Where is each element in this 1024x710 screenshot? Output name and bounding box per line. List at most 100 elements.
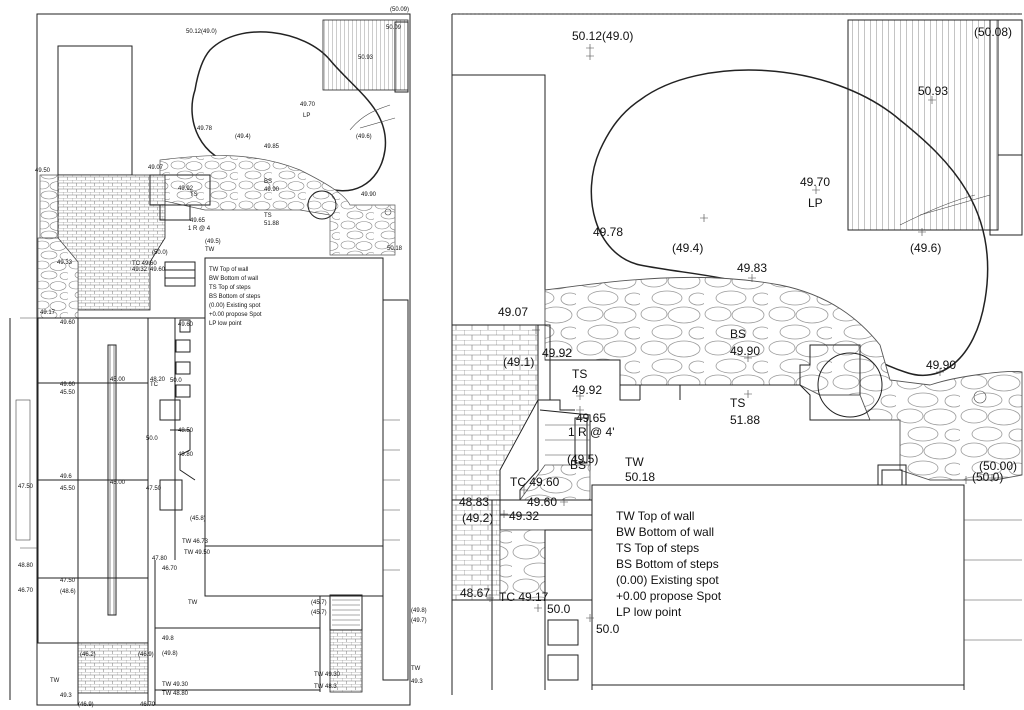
elevation-label: (50.0) (152, 250, 168, 256)
elevation-label: 49.60 (150, 267, 166, 273)
elevation-label: 46.70 (140, 702, 156, 708)
elevation-label: TS (730, 396, 745, 410)
overview-legend: TW Top of wall BW Bottom of wall TS Top … (209, 267, 262, 327)
elevation-label: TW 46.73 (182, 539, 209, 545)
elevation-label: TW 49.50 (184, 550, 211, 556)
detail-elevation-labels: 50.12(49.0)(50.08)50.9349.70LP49.78(49.4… (459, 25, 1017, 636)
elevation-label: TC 49.60 (132, 261, 157, 267)
elevation-label: 49.6 (60, 474, 72, 480)
overview-legend-item: (0.00) Existing spot (209, 303, 261, 309)
elevation-label: 49.07 (148, 165, 164, 171)
elevation-label: LP (808, 196, 823, 210)
elevation-label: (46.9) (78, 702, 94, 708)
elevation-label: (50.0) (972, 470, 1003, 484)
elevation-label: 45.00 (110, 377, 126, 383)
overview-legend-item: BW Bottom of wall (209, 276, 258, 282)
elevation-label: (49.7) (411, 618, 427, 624)
detail-plan: 50.12(49.0)(50.08)50.9349.70LP49.78(49.4… (209, 13, 1023, 695)
elevation-label: 49.07 (498, 305, 528, 319)
elevation-label: 49.3 (60, 693, 72, 699)
elevation-label: 50.09 (386, 25, 402, 31)
elevation-label: 49.92 (572, 383, 602, 397)
elevation-label: TW (411, 666, 421, 672)
elevation-label: 49.92 (542, 346, 572, 360)
elevation-label: 47.50 (18, 484, 34, 490)
elevation-label: (49.1) (503, 355, 534, 369)
elevation-label: 49.32 (132, 267, 148, 273)
elevation-label: 50.12(49.0) (186, 29, 217, 35)
legend-item: TW Top of wall (616, 509, 694, 523)
elevation-label: 1 R @ 4 (188, 226, 211, 232)
elevation-label: 45.50 (60, 486, 76, 492)
elevation-label: (46.9) (138, 652, 154, 658)
overview-legend-item: +0.00 propose Spot (209, 312, 262, 318)
elevation-label: TC (150, 382, 159, 388)
elevation-label: TW 48.3 (314, 684, 337, 690)
elevation-label: 50.0 (170, 378, 182, 384)
elevation-label: 49.92 (178, 186, 194, 192)
elevation-label: LP (303, 113, 310, 119)
elevation-label: 49.32 (509, 509, 539, 523)
elevation-label: 47.50 (60, 578, 76, 584)
elevation-label: 48.80 (18, 563, 34, 569)
elevation-label: TW (50, 678, 60, 684)
elevation-label: 50.93 (358, 55, 374, 61)
legend: TW Top of wall BW Bottom of wall TS Top … (616, 509, 722, 619)
elevation-label: 49.3 (411, 679, 423, 685)
legend-item: BS Bottom of steps (616, 557, 719, 571)
elevation-label: 49.17 (40, 310, 56, 316)
elevation-label: 46.70 (18, 588, 34, 594)
elevation-label: 50.93 (918, 84, 948, 98)
elevation-label: 49.90 (926, 358, 956, 372)
elevation-label: (48.6) (60, 589, 76, 595)
elevation-label: (49.4) (235, 134, 251, 140)
elevation-label: 49.33 (57, 260, 73, 266)
elevation-label: 49.60 (60, 382, 76, 388)
elevation-label: TS (190, 192, 198, 198)
elevation-label: (49.5) (567, 452, 598, 466)
elevation-label: 51.88 (730, 413, 760, 427)
elevation-label: 48.20 (150, 377, 166, 383)
elevation-label: 49.83 (737, 261, 767, 275)
elevation-label: 48.50 (178, 428, 194, 434)
elevation-label: 48.67 (460, 586, 490, 600)
panel-divider (437, 0, 449, 710)
elevation-label: 50.12(49.0) (572, 29, 633, 43)
elevation-label: 50.18 (625, 470, 655, 484)
elevation-label: 49.8 (162, 636, 174, 642)
elevation-label: 50.0 (596, 622, 620, 636)
elevation-label: (49.5) (205, 239, 221, 245)
elevation-label: 47.50 (146, 486, 162, 492)
elevation-label: 49.78 (197, 126, 213, 132)
elevation-label: (49.2) (462, 511, 493, 525)
elevation-label: 49.80 (178, 452, 194, 458)
elevation-label: 49.50 (35, 168, 51, 174)
elevation-label: 51.88 (264, 221, 280, 227)
overview-legend-item: TW Top of wall (209, 267, 248, 273)
elevation-label: (50.09) (390, 7, 409, 13)
elevation-label: (45.8) (190, 516, 206, 522)
legend-item: +0.00 propose Spot (616, 589, 722, 603)
elevation-label: TW (625, 455, 644, 469)
elevation-label: TC 49.17 (499, 590, 549, 604)
elevation-label: 49.65 (190, 218, 206, 224)
elevation-label: TW (188, 600, 198, 606)
elevation-label: 49.70 (800, 175, 830, 189)
elevation-label: (49.8) (411, 608, 427, 614)
elevation-label: (49.8) (162, 651, 178, 657)
elevation-label: 50.0 (146, 436, 158, 442)
elevation-label: BS (570, 458, 586, 472)
elevation-label: (45.7) (311, 600, 327, 606)
elevation-label: 49.90 (730, 344, 760, 358)
elevation-label: 50.0 (547, 602, 571, 616)
elevation-label: TC 49.60 (510, 475, 560, 489)
elevation-label: TS (572, 367, 587, 381)
elevation-label: BS (730, 327, 746, 341)
overview-legend-item: TS Top of steps (209, 285, 251, 291)
elevation-label: (50.00) (979, 459, 1017, 473)
legend-item: BW Bottom of wall (616, 525, 714, 539)
elevation-label: 49.70 (300, 102, 316, 108)
elevation-label: (46.2) (80, 652, 96, 658)
elevation-label: TW 49.30 (314, 672, 341, 678)
